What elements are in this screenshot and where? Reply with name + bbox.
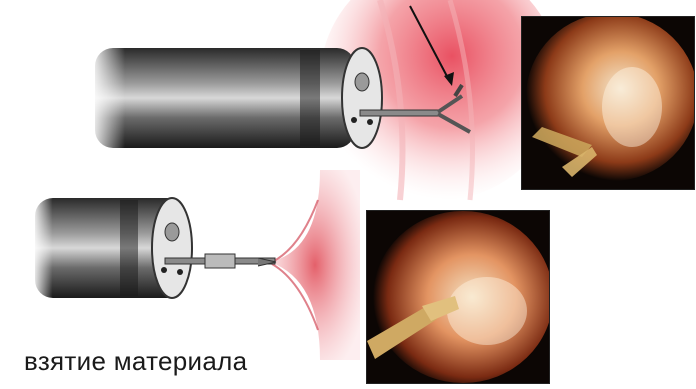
endoscope-top [95, 48, 382, 148]
endoscopic-photo-bottom [366, 210, 550, 384]
caption-text: взятие материала [24, 346, 247, 377]
endoscope-bottom [35, 198, 192, 298]
endoscopic-photo-top [521, 16, 695, 190]
tissue-tent-bottom [270, 170, 360, 360]
